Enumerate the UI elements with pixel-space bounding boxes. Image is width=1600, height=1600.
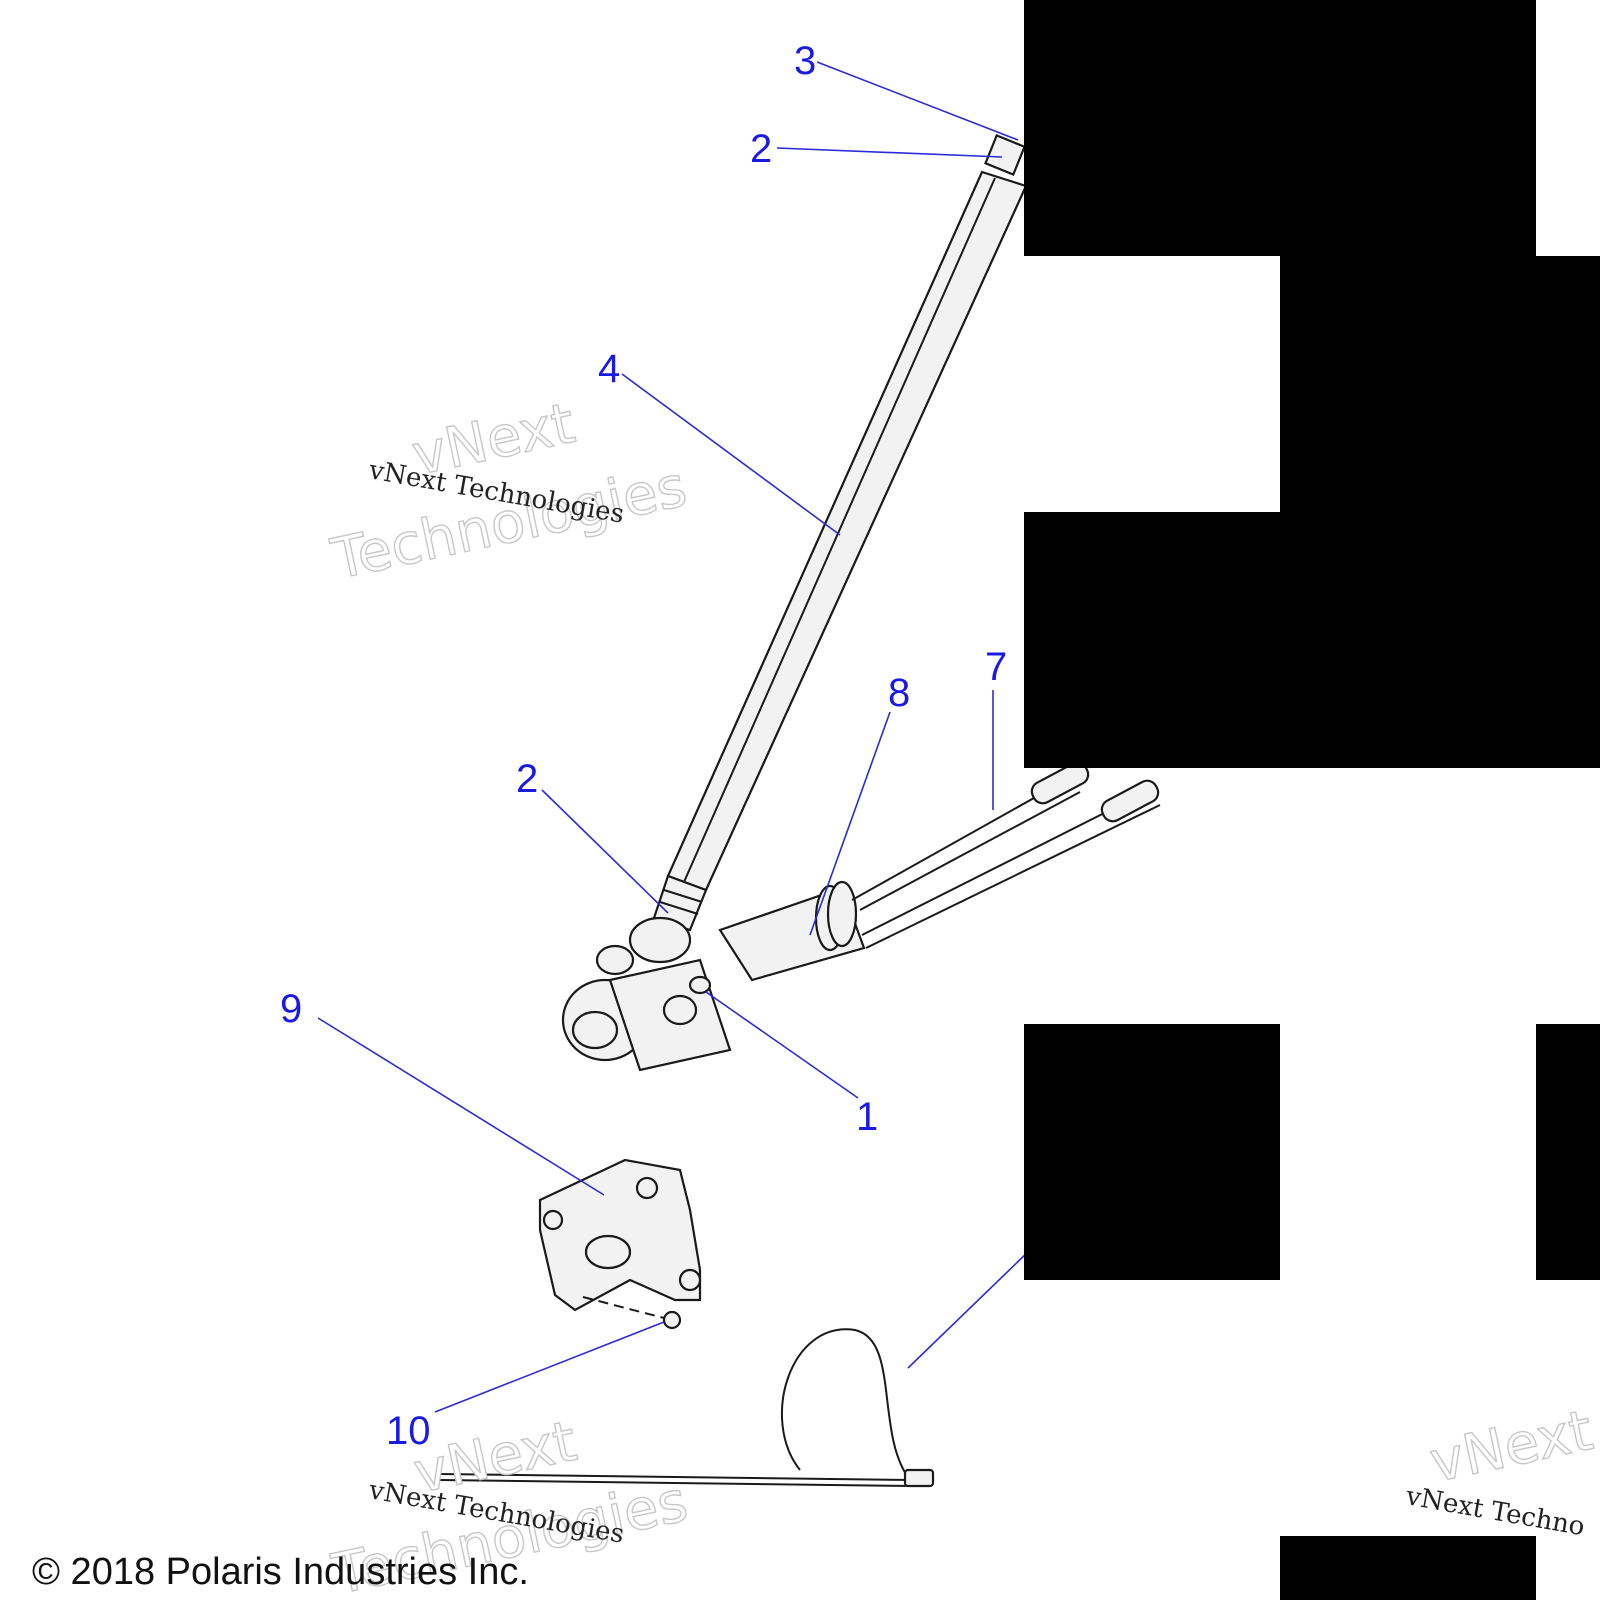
harness-bundle xyxy=(718,761,1161,982)
callout-3: 3 xyxy=(794,39,816,83)
copyright-notice: © 2018 Polaris Industries Inc. xyxy=(32,1551,529,1593)
callout-1: 1 xyxy=(856,1095,878,1139)
mounting-bracket xyxy=(538,1158,702,1312)
redaction-blocks xyxy=(1024,0,1600,1600)
shaft-tube xyxy=(652,134,1028,932)
callout-7: 7 xyxy=(985,645,1007,689)
callout-2-top: 2 xyxy=(750,127,772,171)
leader-lines xyxy=(317,61,1031,1413)
callout-2-lower: 2 xyxy=(516,757,538,801)
callout-10: 10 xyxy=(386,1409,431,1453)
cable-tie xyxy=(439,1328,935,1488)
watermark-right: vNext xyxy=(1424,1397,1599,1496)
watermark-right-small: vNext Techno xyxy=(1403,1481,1587,1542)
callout-4: 4 xyxy=(598,347,620,391)
actuator-assembly xyxy=(561,916,732,1072)
callout-9: 9 xyxy=(280,987,302,1031)
svg-text:vNext: vNext xyxy=(1425,1398,1599,1496)
callout-8: 8 xyxy=(888,671,910,715)
bolt xyxy=(582,1296,682,1330)
